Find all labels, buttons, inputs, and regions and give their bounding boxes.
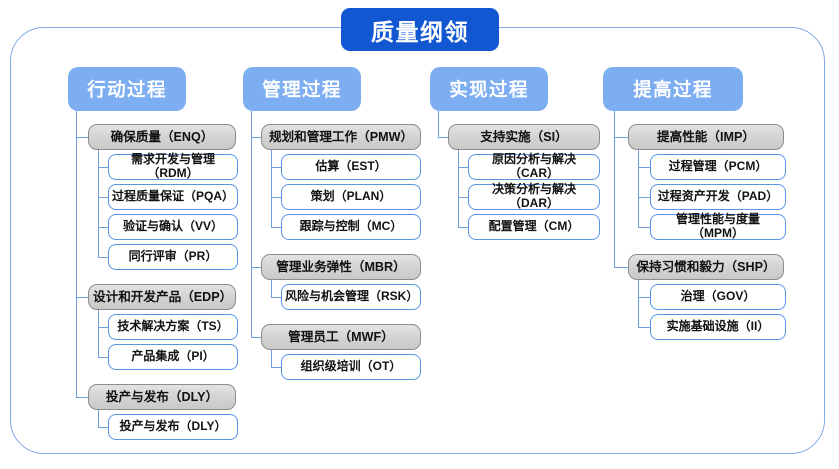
leaf-box[interactable]: 过程管理（PCM） <box>650 154 786 180</box>
connector-line <box>458 227 468 229</box>
connector-line <box>458 197 468 199</box>
leaf-box[interactable]: 跟踪与控制（MC） <box>281 214 421 240</box>
connector-line <box>98 167 108 169</box>
connector-line <box>638 297 650 299</box>
leaf-box[interactable]: 验证与确认（VV） <box>108 214 238 240</box>
group-box[interactable]: 管理业务弹性（MBR） <box>261 254 421 280</box>
connector-line <box>614 137 628 139</box>
leaf-box[interactable]: 估算（EST） <box>281 154 421 180</box>
connector-line <box>638 167 650 169</box>
connector-line <box>98 197 108 199</box>
column-header-1[interactable]: 行动过程 <box>68 67 186 111</box>
connector-line <box>638 327 650 329</box>
group-box[interactable]: 投产与发布（DLY） <box>88 384 236 410</box>
connector-line <box>458 150 460 227</box>
connector-line <box>251 137 261 139</box>
connector-line <box>271 167 281 169</box>
leaf-box[interactable]: 治理（GOV） <box>650 284 786 310</box>
column-header-3[interactable]: 实现过程 <box>430 67 548 111</box>
connector-line <box>271 227 281 229</box>
group-box[interactable]: 支持实施（SI） <box>448 124 600 150</box>
connector-line <box>98 150 100 257</box>
connector-line <box>76 137 88 139</box>
connector-line <box>638 280 640 327</box>
leaf-box[interactable]: 策划（PLAN） <box>281 184 421 210</box>
connector-line <box>614 267 628 269</box>
group-box[interactable]: 管理员工（MWF） <box>261 324 421 350</box>
leaf-box[interactable]: 技术解决方案（TS） <box>108 314 238 340</box>
connector-line <box>271 280 273 297</box>
leaf-box[interactable]: 需求开发与管理（RDM） <box>108 152 238 180</box>
group-box[interactable]: 提高性能（IMP） <box>628 124 784 150</box>
connector-line <box>638 150 640 227</box>
leaf-box[interactable]: 配置管理（CM） <box>468 214 600 240</box>
connector-line <box>98 227 108 229</box>
leaf-box[interactable]: 风险与机会管理（RSK） <box>281 284 421 310</box>
connector-line <box>458 167 468 169</box>
connector-line <box>271 197 281 199</box>
leaf-box[interactable]: 原因分析与解决（CAR） <box>468 152 600 180</box>
connector-line <box>98 357 108 359</box>
leaf-box[interactable]: 过程质量保证（PQA） <box>108 184 238 210</box>
diagram-title: 质量纲领 <box>341 8 499 51</box>
connector-line <box>271 150 273 227</box>
column-header-4[interactable]: 提高过程 <box>603 67 743 111</box>
connector-line <box>271 350 273 367</box>
leaf-box[interactable]: 决策分析与解决（DAR） <box>468 182 600 210</box>
leaf-box[interactable]: 投产与发布（DLY） <box>108 414 238 440</box>
connector-line <box>76 297 88 299</box>
connector-line <box>614 111 616 267</box>
connector-line <box>98 410 100 427</box>
group-box[interactable]: 规划和管理工作（PMW） <box>261 124 421 150</box>
connector-line <box>98 427 108 429</box>
leaf-box[interactable]: 实施基础设施（II） <box>650 314 786 340</box>
column-header-2[interactable]: 管理过程 <box>243 67 361 111</box>
leaf-box[interactable]: 组织级培训（OT） <box>281 354 421 380</box>
group-box[interactable]: 设计和开发产品（EDP） <box>88 284 236 310</box>
leaf-box[interactable]: 过程资产开发（PAD） <box>650 184 786 210</box>
connector-line <box>76 111 78 397</box>
connector-line <box>98 257 108 259</box>
connector-line <box>98 310 100 357</box>
connector-line <box>638 197 650 199</box>
connector-line <box>251 267 261 269</box>
connector-line <box>98 327 108 329</box>
connector-line <box>76 397 88 399</box>
leaf-box[interactable]: 管理性能与度量（MPM） <box>650 212 786 240</box>
leaf-box[interactable]: 同行评审（PR） <box>108 244 238 270</box>
leaf-box[interactable]: 产品集成（PI） <box>108 344 238 370</box>
connector-line <box>251 337 261 339</box>
connector-line <box>438 111 440 137</box>
connector-line <box>271 367 281 369</box>
connector-line <box>251 111 253 337</box>
connector-line <box>438 137 448 139</box>
connector-line <box>638 227 650 229</box>
group-box[interactable]: 保持习惯和毅力（SHP） <box>628 254 784 280</box>
group-box[interactable]: 确保质量（ENQ） <box>88 124 236 150</box>
connector-line <box>271 297 281 299</box>
